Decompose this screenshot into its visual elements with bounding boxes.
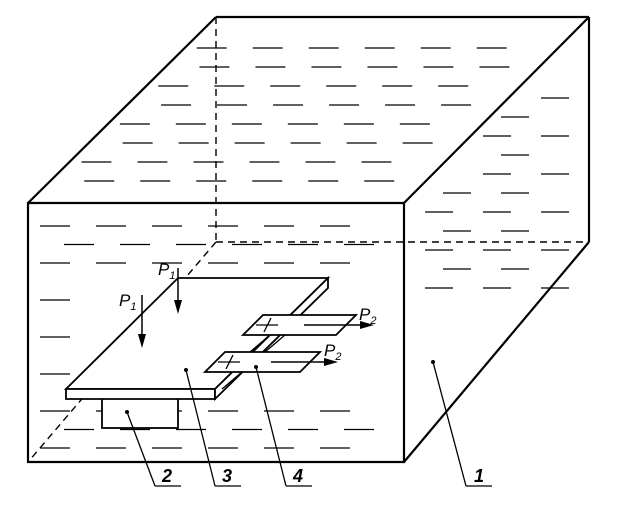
tank-outline [26,15,591,464]
sample-connector [221,334,286,390]
base-plate [63,275,331,402]
force-p2-lower [271,358,338,366]
sample-strip-upper [240,314,359,336]
force-p1-right [174,268,182,314]
callout-1: 1 [474,466,484,486]
label-p2-upper: P2 [359,305,376,327]
support-block [101,397,179,429]
sample-strip-lower [202,351,323,373]
callout-3: 3 [222,466,232,486]
label-p2-lower: P2 [324,341,341,363]
force-p2-upper [304,321,374,329]
leader-lines [125,360,492,487]
callout-4: 4 [292,466,303,486]
label-p1-left: P1 [119,291,136,313]
label-p1-right: P1 [158,260,175,282]
callout-2: 2 [161,466,172,486]
force-p1-left [138,295,146,348]
water-hatching [40,47,569,449]
